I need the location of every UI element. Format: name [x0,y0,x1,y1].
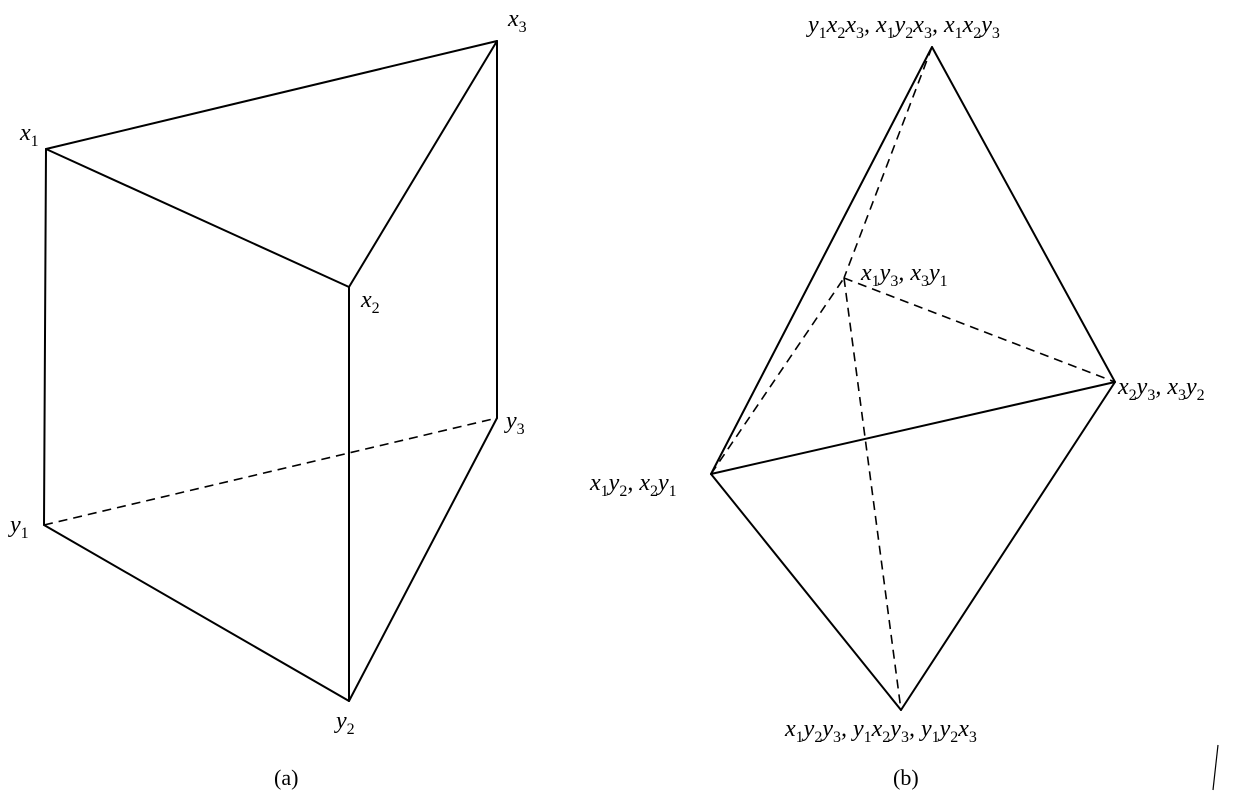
vertex-label-y3: y3 [504,408,525,438]
edge-y1-y2 [43,524,350,702]
edge-top-right [931,46,1116,383]
edge-y2-y3 [348,417,498,702]
vertex-label-bottom: x1y2y3, y1x2y3, y1y2x3 [784,716,977,746]
vertex-label-x2: x2 [360,287,380,317]
panel-a-prism: x1 x2 x3 y1 y2 y3 (a) [8,6,527,790]
edge-x1-x3 [45,40,498,150]
panel-b-bipyramid: y1x2x3, x1y2x3, x1x2y3 x1y3, x3y1 x2y3, … [589,12,1205,790]
scan-mark [1212,744,1219,791]
edge-left-bottom [710,473,902,711]
vertex-label-left: x1y2, x2y1 [589,470,677,500]
vertex-label-y2: y2 [334,708,355,738]
edge-left-middle-hidden [710,277,845,475]
edge-right-bottom [900,381,1116,711]
edge-middle-bottom-hidden [843,277,902,711]
vertex-label-top: y1x2x3, x1y2x3, x1x2y3 [806,12,1000,42]
caption-b: (b) [893,765,919,790]
edge-middle-right-hidden [843,277,1116,383]
edge-top-middle-hidden [843,46,933,279]
edge-x2-x3 [348,40,498,288]
edge-x1-y1 [43,148,47,526]
edge-x1-x2 [45,148,350,288]
edge-left-right [710,381,1116,475]
edge-y1-y3-hidden [43,417,498,526]
caption-a: (a) [274,765,298,790]
vertex-label-y1: y1 [8,512,29,542]
vertex-label-x3: x3 [507,6,527,36]
vertex-label-x1: x1 [19,120,39,150]
vertex-label-right: x2y3, x3y2 [1117,374,1205,404]
vertex-label-middle: x1y3, x3y1 [860,260,948,290]
edge-top-left-inner-hidden [710,46,933,475]
